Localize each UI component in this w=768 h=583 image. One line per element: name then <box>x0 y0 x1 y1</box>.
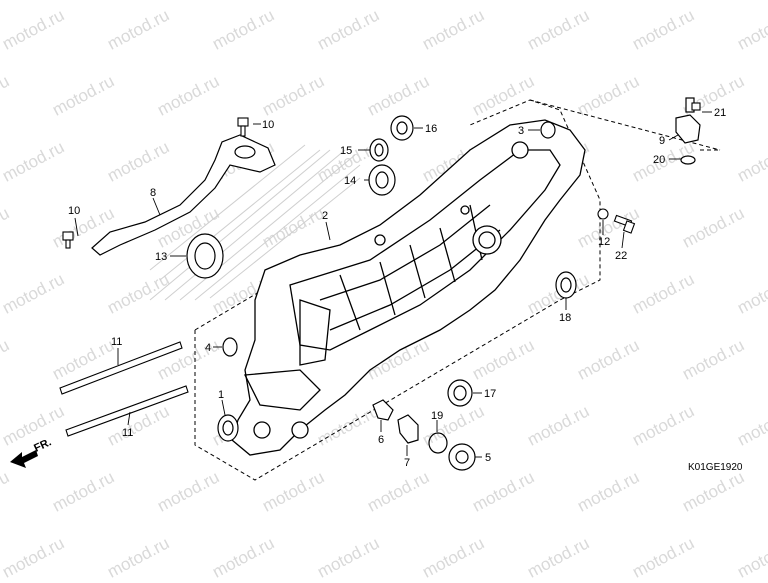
callout-3: 3 <box>518 125 524 137</box>
diagram-code: K01GE1920 <box>688 462 743 473</box>
part-1-bushing <box>217 414 239 442</box>
shading-hatch <box>149 144 361 301</box>
crankcase-body <box>231 119 586 456</box>
leader-lines <box>74 111 712 458</box>
callout-21: 21 <box>714 107 726 119</box>
callout-8: 8 <box>150 187 156 199</box>
callout-13: 13 <box>155 251 167 263</box>
callout-4: 4 <box>205 342 211 354</box>
part-8-bracket <box>91 134 276 256</box>
part-3-dowel <box>540 121 556 139</box>
part-18-seal <box>555 271 577 299</box>
callout-10-lower: 10 <box>68 205 80 217</box>
callout-11-lower: 11 <box>122 427 133 439</box>
part-10-bolt-upper <box>237 117 249 137</box>
callout-17: 17 <box>484 388 496 400</box>
callout-22: 22 <box>615 250 627 262</box>
callout-5: 5 <box>485 452 491 464</box>
callout-labels: 10 10 8 13 14 15 16 3 2 4 1 11 11 6 7 19… <box>68 107 726 469</box>
callout-6: 6 <box>378 434 384 446</box>
callout-15: 15 <box>340 145 352 157</box>
callout-10-upper: 10 <box>262 119 274 131</box>
part-11-stud-upper <box>59 341 183 395</box>
part-6-plug <box>372 399 394 421</box>
part-4-collar <box>222 337 238 357</box>
part-16-seal <box>390 115 414 141</box>
callout-18: 18 <box>559 312 571 324</box>
callout-9: 9 <box>659 135 665 147</box>
part-14-bearing <box>368 164 396 196</box>
callout-12: 12 <box>598 236 610 248</box>
callout-20: 20 <box>653 154 665 166</box>
callout-1: 1 <box>218 389 224 401</box>
part-22-bolt <box>613 214 636 234</box>
part-21-bolt <box>691 102 701 111</box>
callout-7: 7 <box>404 457 410 469</box>
part-5-plug <box>448 443 476 471</box>
callout-11-upper: 11 <box>111 336 122 348</box>
part-7-spring <box>397 414 419 444</box>
callout-2: 2 <box>322 210 328 222</box>
part-19-oring <box>428 432 448 454</box>
part-20-oring <box>680 155 696 165</box>
front-label: FR. <box>32 436 53 454</box>
callout-19: 19 <box>431 410 443 422</box>
part-11-stud-lower <box>65 385 189 437</box>
part-13-bearing <box>186 233 224 279</box>
part-15-bearing <box>369 138 389 162</box>
part-10-bolt-lower <box>62 231 74 249</box>
callout-14: 14 <box>344 175 356 187</box>
front-direction-marker: FR. <box>10 436 53 468</box>
part-12-washer <box>597 208 609 220</box>
callout-16: 16 <box>425 123 437 135</box>
front-arrow-icon <box>10 450 38 468</box>
part-17-seal <box>447 379 473 407</box>
